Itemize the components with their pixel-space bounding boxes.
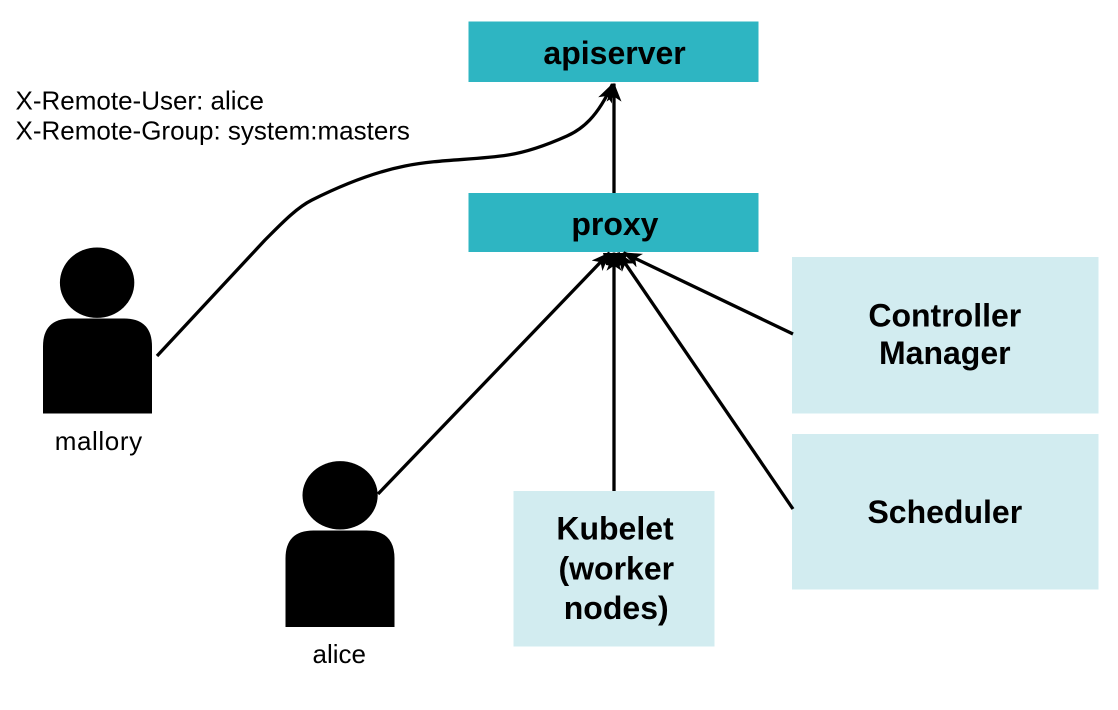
svg-text:Kubelet: Kubelet xyxy=(556,511,674,547)
svg-text:X-Remote-User: alice: X-Remote-User: alice xyxy=(16,86,265,116)
svg-text:(worker: (worker xyxy=(559,550,675,586)
svg-text:Scheduler: Scheduler xyxy=(867,494,1022,530)
svg-text:X-Remote-Group: system:masters: X-Remote-Group: system:masters xyxy=(16,116,410,146)
svg-text:mallory: mallory xyxy=(55,426,143,456)
svg-text:proxy: proxy xyxy=(571,206,658,242)
svg-text:alice: alice xyxy=(313,639,366,669)
svg-text:nodes): nodes) xyxy=(564,590,669,626)
svg-text:Controller: Controller xyxy=(868,298,1021,334)
svg-text:apiserver: apiserver xyxy=(543,35,685,71)
svg-text:Manager: Manager xyxy=(879,335,1011,371)
